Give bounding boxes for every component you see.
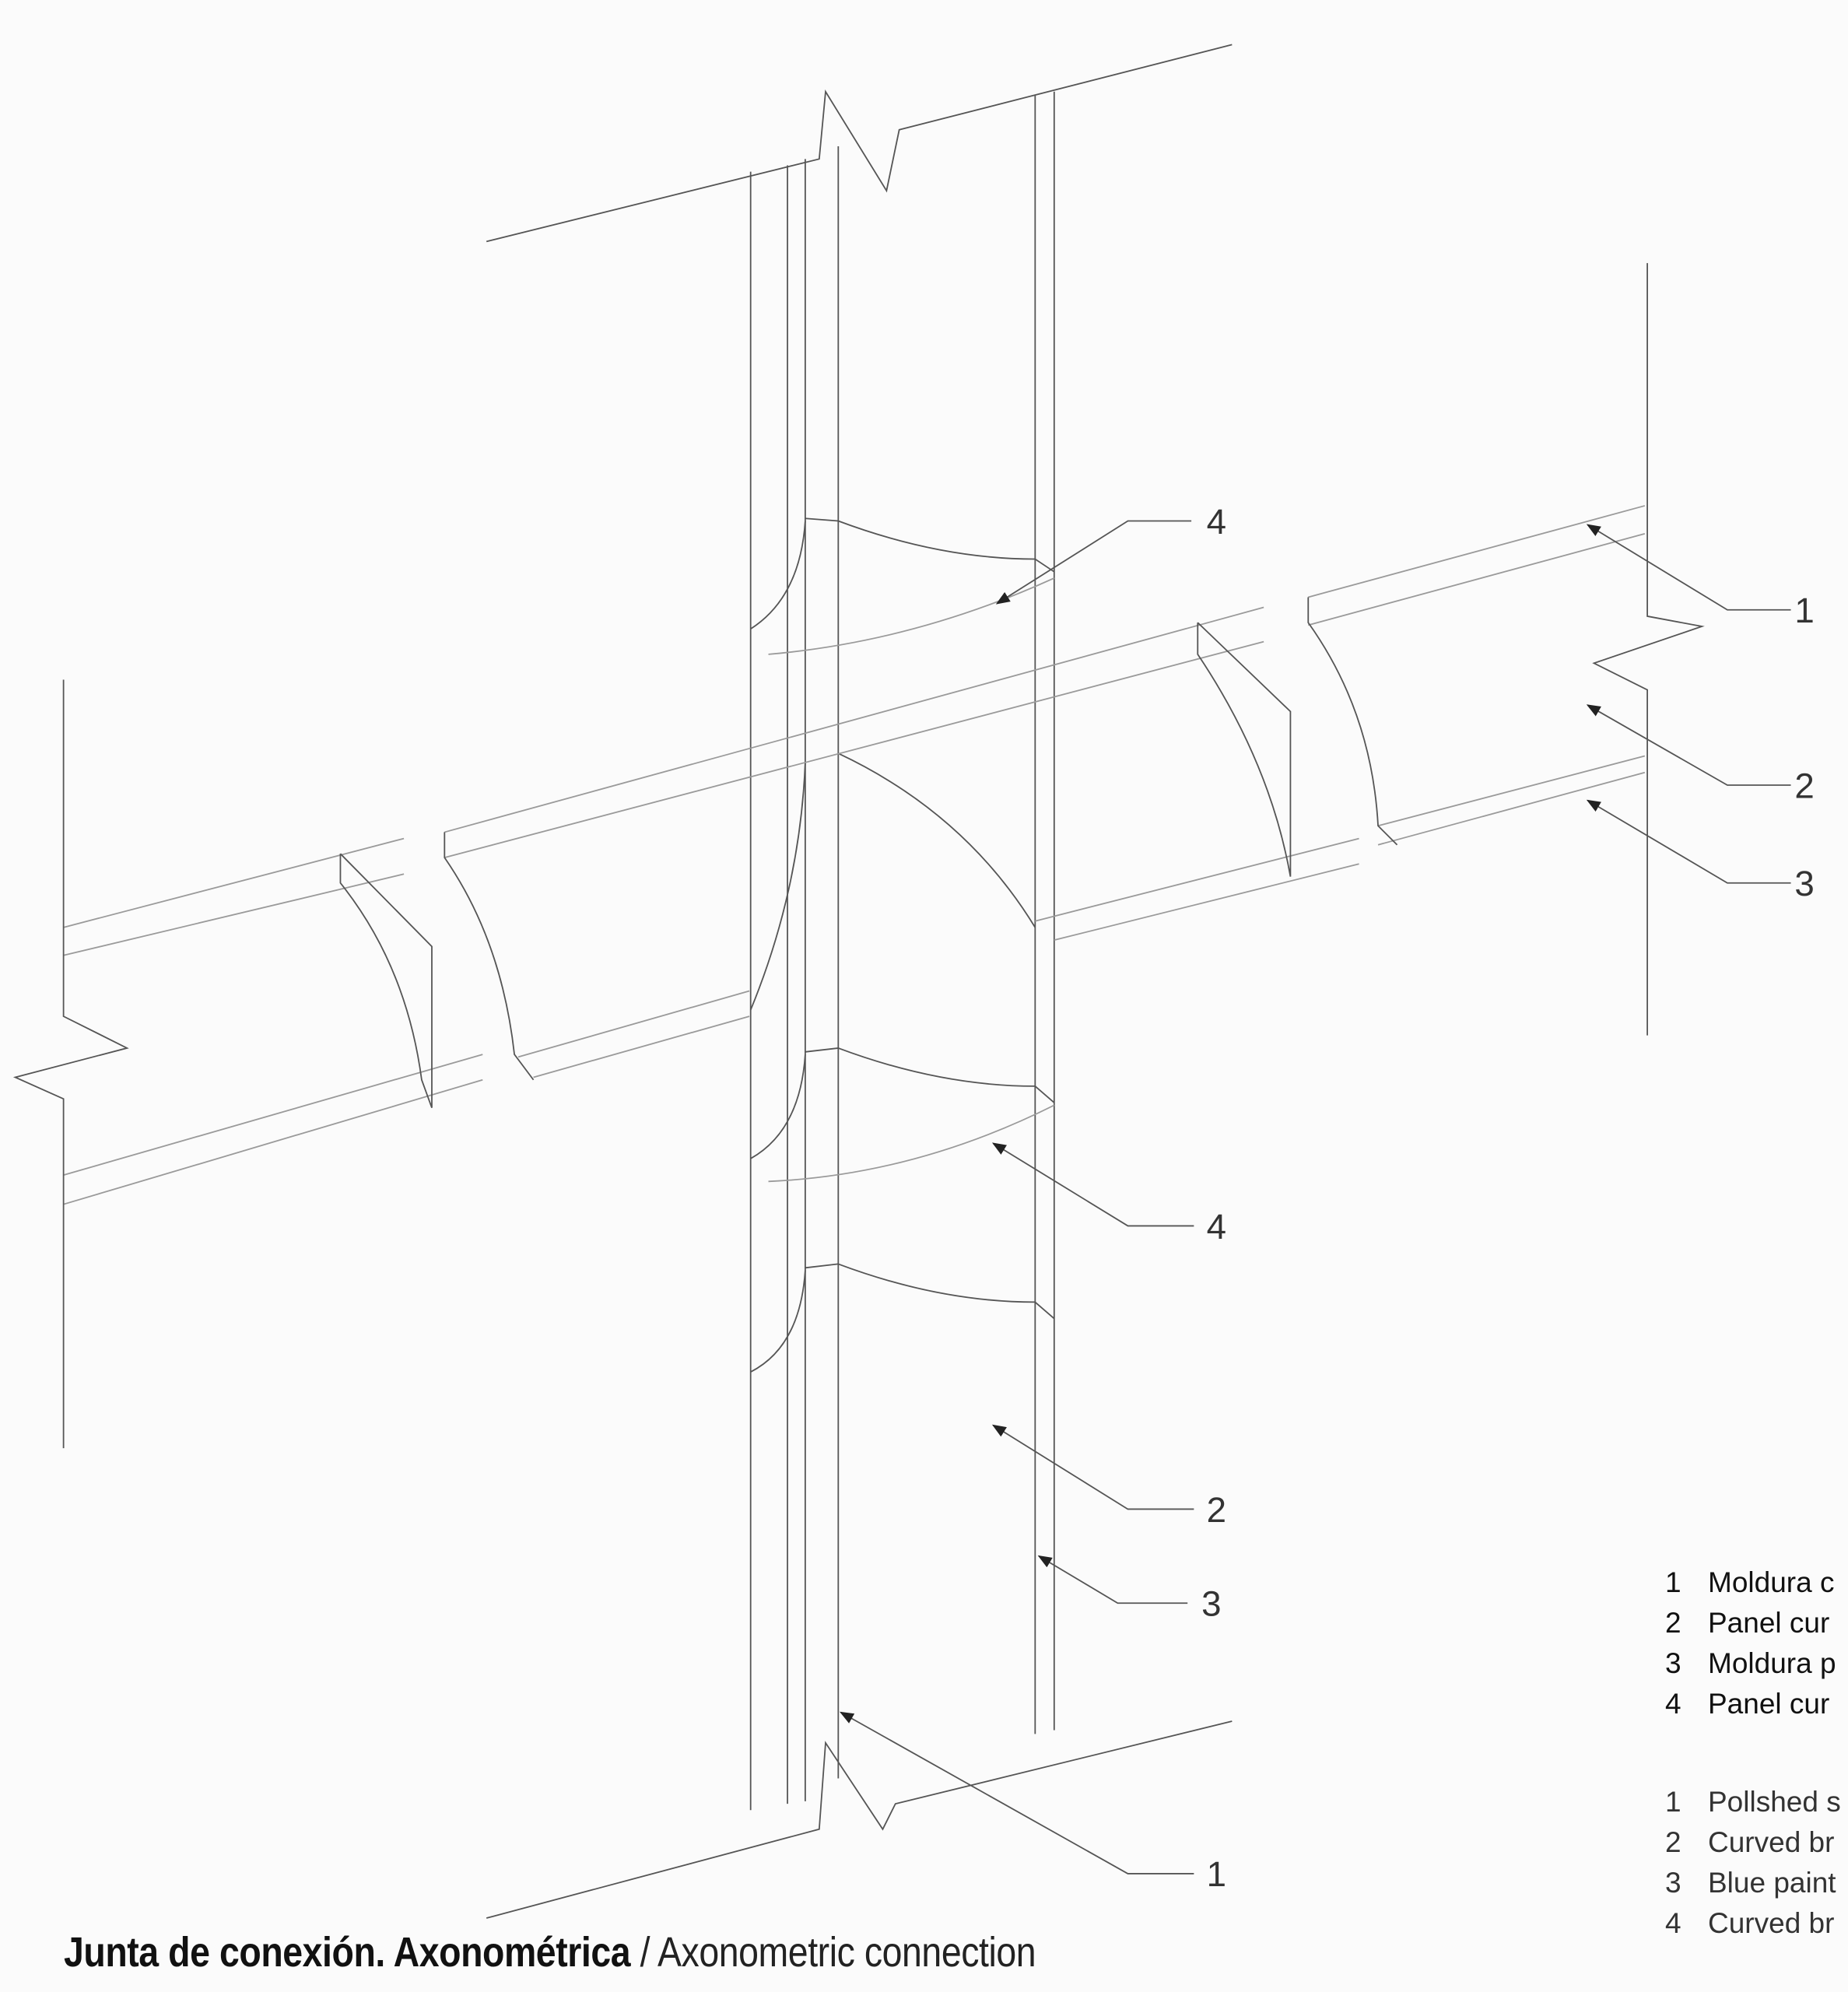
caption-separator: / (630, 1929, 658, 1976)
callout-number: 1 (1207, 1854, 1226, 1894)
callout-number: 1 (1794, 591, 1814, 630)
figure-caption: Junta de conexión. Axonométrica / Axonom… (64, 1928, 1036, 1976)
caption-title-english: Axonometric connection (657, 1929, 1036, 1976)
callout-number: 3 (1794, 864, 1814, 903)
horizontal-beam (12, 263, 1705, 1449)
legend-text: Curved br (1708, 1907, 1835, 1939)
legend-number: 1 (1665, 1566, 1681, 1598)
legend-item: 4 Curved br (1665, 1903, 1848, 1944)
legend-text: Moldura c (1708, 1566, 1835, 1598)
legend-item: 2 Panel cur (1665, 1603, 1848, 1643)
legend-item: 3 Moldura p (1665, 1643, 1848, 1684)
legend-number: 3 (1665, 1647, 1681, 1679)
callout-number: 3 (1201, 1584, 1221, 1624)
legend-text: Panel cur (1708, 1607, 1830, 1639)
callout-number: 2 (1794, 766, 1814, 805)
legend-item: 3 Blue paint (1665, 1863, 1848, 1903)
callout-numbers: 4 1 2 3 4 2 3 1 (1201, 502, 1815, 1894)
callout-number: 4 (1207, 1207, 1226, 1247)
legend-item: 2 Curved br (1665, 1822, 1848, 1863)
legend-number: 1 (1665, 1786, 1681, 1818)
legend-text: Blue paint (1708, 1867, 1836, 1899)
legend-text: Pollshed s (1708, 1786, 1841, 1818)
legend-number: 4 (1665, 1907, 1681, 1939)
leader-lines (840, 520, 1791, 1875)
vertical-column (486, 44, 1233, 1919)
legend-number: 2 (1665, 1607, 1681, 1639)
legend-text: Moldura p (1708, 1647, 1836, 1679)
legend-item: 1 Moldura c (1665, 1562, 1848, 1603)
callout-number: 4 (1207, 502, 1226, 542)
legend-item: 1 Pollshed s (1665, 1782, 1848, 1822)
legend-text: Curved br (1708, 1826, 1835, 1858)
column-curved-panels (749, 517, 1055, 1373)
callout-number: 2 (1207, 1490, 1226, 1530)
legend-text: Panel cur (1708, 1688, 1830, 1720)
caption-title-spanish: Junta de conexión. Axonométrica (64, 1929, 631, 1976)
legend-number: 4 (1665, 1688, 1681, 1720)
legend-number: 2 (1665, 1826, 1681, 1858)
legend-number: 3 (1665, 1867, 1681, 1899)
legend-item: 4 Panel cur (1665, 1684, 1848, 1724)
